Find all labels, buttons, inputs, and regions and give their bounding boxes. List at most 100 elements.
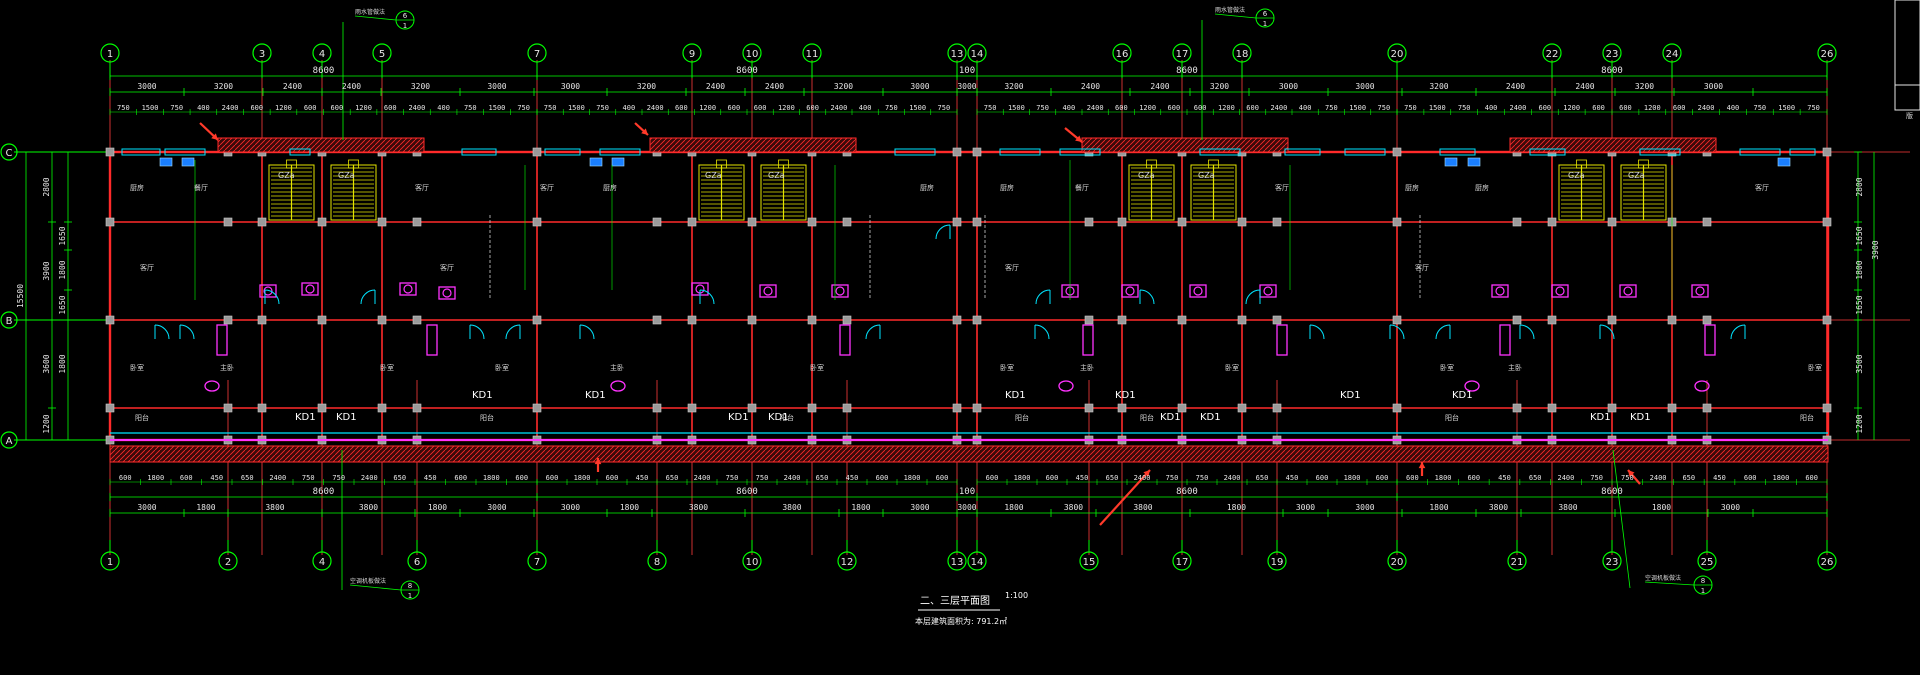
dimension-label: 3000 xyxy=(1355,82,1374,91)
dimension-label: 3900 xyxy=(42,261,51,280)
fixture-box xyxy=(1491,284,1509,298)
dimension-label: 600 xyxy=(331,104,344,112)
door-swing xyxy=(179,324,195,340)
callout-number: 8 xyxy=(1701,577,1705,585)
detail-callout xyxy=(354,10,415,30)
column xyxy=(687,217,697,227)
column xyxy=(1547,315,1557,325)
door-swing xyxy=(1519,324,1535,340)
dimension-label: 1800 xyxy=(483,474,500,482)
window xyxy=(1059,148,1101,156)
room-label: 卧室 xyxy=(1808,363,1822,372)
top-ledge xyxy=(1081,137,1289,153)
column xyxy=(807,315,817,325)
axis-bubble xyxy=(1387,551,1407,571)
dimension-label: 1650 xyxy=(58,226,67,245)
axis-bubble-label: 23 xyxy=(1606,49,1619,60)
fixture-box xyxy=(1619,284,1637,298)
column xyxy=(1117,315,1127,325)
axis-bubble-label: B xyxy=(6,316,13,327)
column xyxy=(317,217,327,227)
window xyxy=(894,148,936,156)
column xyxy=(532,217,542,227)
kd1-label: KD1 xyxy=(1160,412,1181,423)
callout-sheet: 1 xyxy=(1701,587,1705,595)
dimension-label: 750 xyxy=(756,474,769,482)
column xyxy=(377,217,387,227)
column xyxy=(972,147,982,157)
dimension-label: 3800 xyxy=(1064,503,1083,512)
dimension-label: 1800 xyxy=(147,474,164,482)
column xyxy=(377,403,387,413)
stair-post xyxy=(778,159,789,169)
column xyxy=(1667,315,1677,325)
axis-bubble xyxy=(1542,43,1562,63)
room-label: 客厅 xyxy=(415,183,429,192)
dimension-label: 600 xyxy=(1406,474,1419,482)
callout-leader xyxy=(354,15,397,21)
room-label: 厨房 xyxy=(603,183,617,192)
dimension-label: 650 xyxy=(1256,474,1269,482)
dimension-label: 2400 xyxy=(361,474,378,482)
dimension-label: 600 xyxy=(1744,474,1757,482)
column xyxy=(105,315,115,325)
room-label: 客厅 xyxy=(1755,183,1769,192)
dimension-label: 750 xyxy=(984,104,997,112)
dimension-label: 3800 xyxy=(1558,503,1577,512)
dimension-label: 2400 xyxy=(1506,82,1525,91)
fixture-box xyxy=(1121,284,1139,298)
dimension-label: 8600 xyxy=(313,66,335,76)
arrow-head xyxy=(1628,470,1635,477)
room-label: 卧室 xyxy=(130,363,144,372)
column xyxy=(1177,403,1187,413)
dimension-label: 600 xyxy=(754,104,767,112)
shower-tray xyxy=(1276,324,1288,356)
room-label: 阳台 xyxy=(135,413,149,422)
callout-sheet: 1 xyxy=(408,592,412,600)
dimension-label: 600 xyxy=(936,474,949,482)
side-label: 版 xyxy=(1906,111,1913,120)
axis-bubble xyxy=(742,43,762,63)
axis-bubble-label: 17 xyxy=(1176,557,1189,568)
dimension-label: 1200 xyxy=(699,104,716,112)
dimension-label: 450 xyxy=(1286,474,1299,482)
dimension-label: 450 xyxy=(210,474,223,482)
dimension-label: 3000 xyxy=(137,503,156,512)
dimension-label: 2400 xyxy=(408,104,425,112)
axis-bubble xyxy=(407,551,427,571)
callout-note: 雨水管做法 xyxy=(355,8,385,16)
dimension-label: 600 xyxy=(1467,474,1480,482)
axis-bubble xyxy=(252,43,272,63)
room-label: 卧室 xyxy=(1000,363,1014,372)
column xyxy=(1392,403,1402,413)
window xyxy=(599,148,641,156)
dimension-label: 100 xyxy=(959,487,975,497)
staircase xyxy=(1620,159,1667,221)
shower-tray xyxy=(426,324,438,356)
dimension-label: 1200 xyxy=(778,104,795,112)
dimension-label: 1800 xyxy=(1652,503,1671,512)
shower-tray xyxy=(839,324,851,356)
arrow-head xyxy=(1075,135,1082,142)
column xyxy=(972,403,982,413)
axis-bubble xyxy=(312,551,332,571)
fixture-box xyxy=(1189,284,1207,298)
dimension-label: 750 xyxy=(1036,104,1049,112)
toilet-fixture xyxy=(1189,284,1207,298)
column xyxy=(317,403,327,413)
axis-bubble-label: 20 xyxy=(1391,557,1404,568)
axis-bubble xyxy=(527,43,547,63)
axis-bubble-label: 15 xyxy=(1083,557,1096,568)
dimension-label: 1500 xyxy=(142,104,159,112)
dimension-label: 750 xyxy=(1378,104,1391,112)
callout-note: 雨水管做法 xyxy=(1215,6,1245,14)
column xyxy=(1084,315,1094,325)
dimension-label: 1500 xyxy=(909,104,926,112)
dimension-label: 400 xyxy=(859,104,872,112)
dimension-label: 3200 xyxy=(1635,82,1654,91)
shower-tray xyxy=(1704,324,1716,356)
dimension-label: 600 xyxy=(1246,104,1259,112)
dimension-label: 8600 xyxy=(313,487,335,497)
column xyxy=(1547,403,1557,413)
room-label: 阳台 xyxy=(1015,413,1029,422)
